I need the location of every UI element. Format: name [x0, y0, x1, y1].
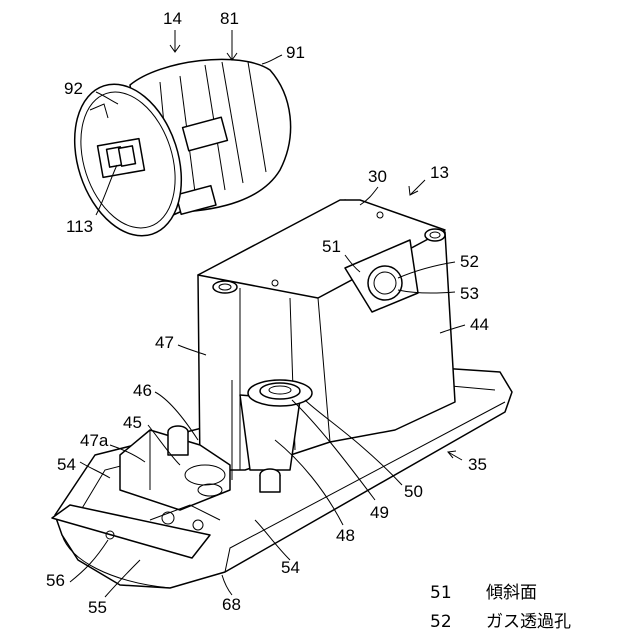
label-54-left: 54: [57, 455, 76, 474]
label-48: 48: [336, 526, 355, 545]
label-56: 56: [46, 571, 65, 590]
legend: 51 傾斜面 52 ガス透過孔: [430, 583, 571, 632]
label-46: 46: [133, 381, 152, 400]
legend-52-num: 52: [430, 612, 452, 632]
component-13-housing: [52, 200, 512, 588]
label-14: 14: [163, 9, 182, 28]
label-68: 68: [222, 595, 241, 614]
label-13: 13: [430, 163, 449, 182]
label-54-right: 54: [281, 558, 300, 577]
label-47: 47: [155, 333, 174, 352]
label-51: 51: [322, 237, 341, 256]
label-92: 92: [64, 79, 83, 98]
label-30: 30: [368, 167, 387, 186]
label-113: 113: [66, 217, 93, 236]
label-47a: 47a: [80, 431, 109, 450]
label-35: 35: [468, 455, 487, 474]
label-45: 45: [123, 413, 142, 432]
legend-52-text: ガス透過孔: [486, 612, 571, 632]
label-53: 53: [460, 284, 479, 303]
label-50: 50: [404, 482, 423, 501]
label-55: 55: [88, 598, 107, 617]
label-52: 52: [460, 252, 479, 271]
label-44: 44: [470, 315, 489, 334]
legend-51-text: 傾斜面: [486, 583, 537, 603]
label-49: 49: [370, 503, 389, 522]
legend-51-num: 51: [430, 583, 452, 603]
label-81: 81: [220, 9, 239, 28]
label-91: 91: [286, 43, 305, 62]
